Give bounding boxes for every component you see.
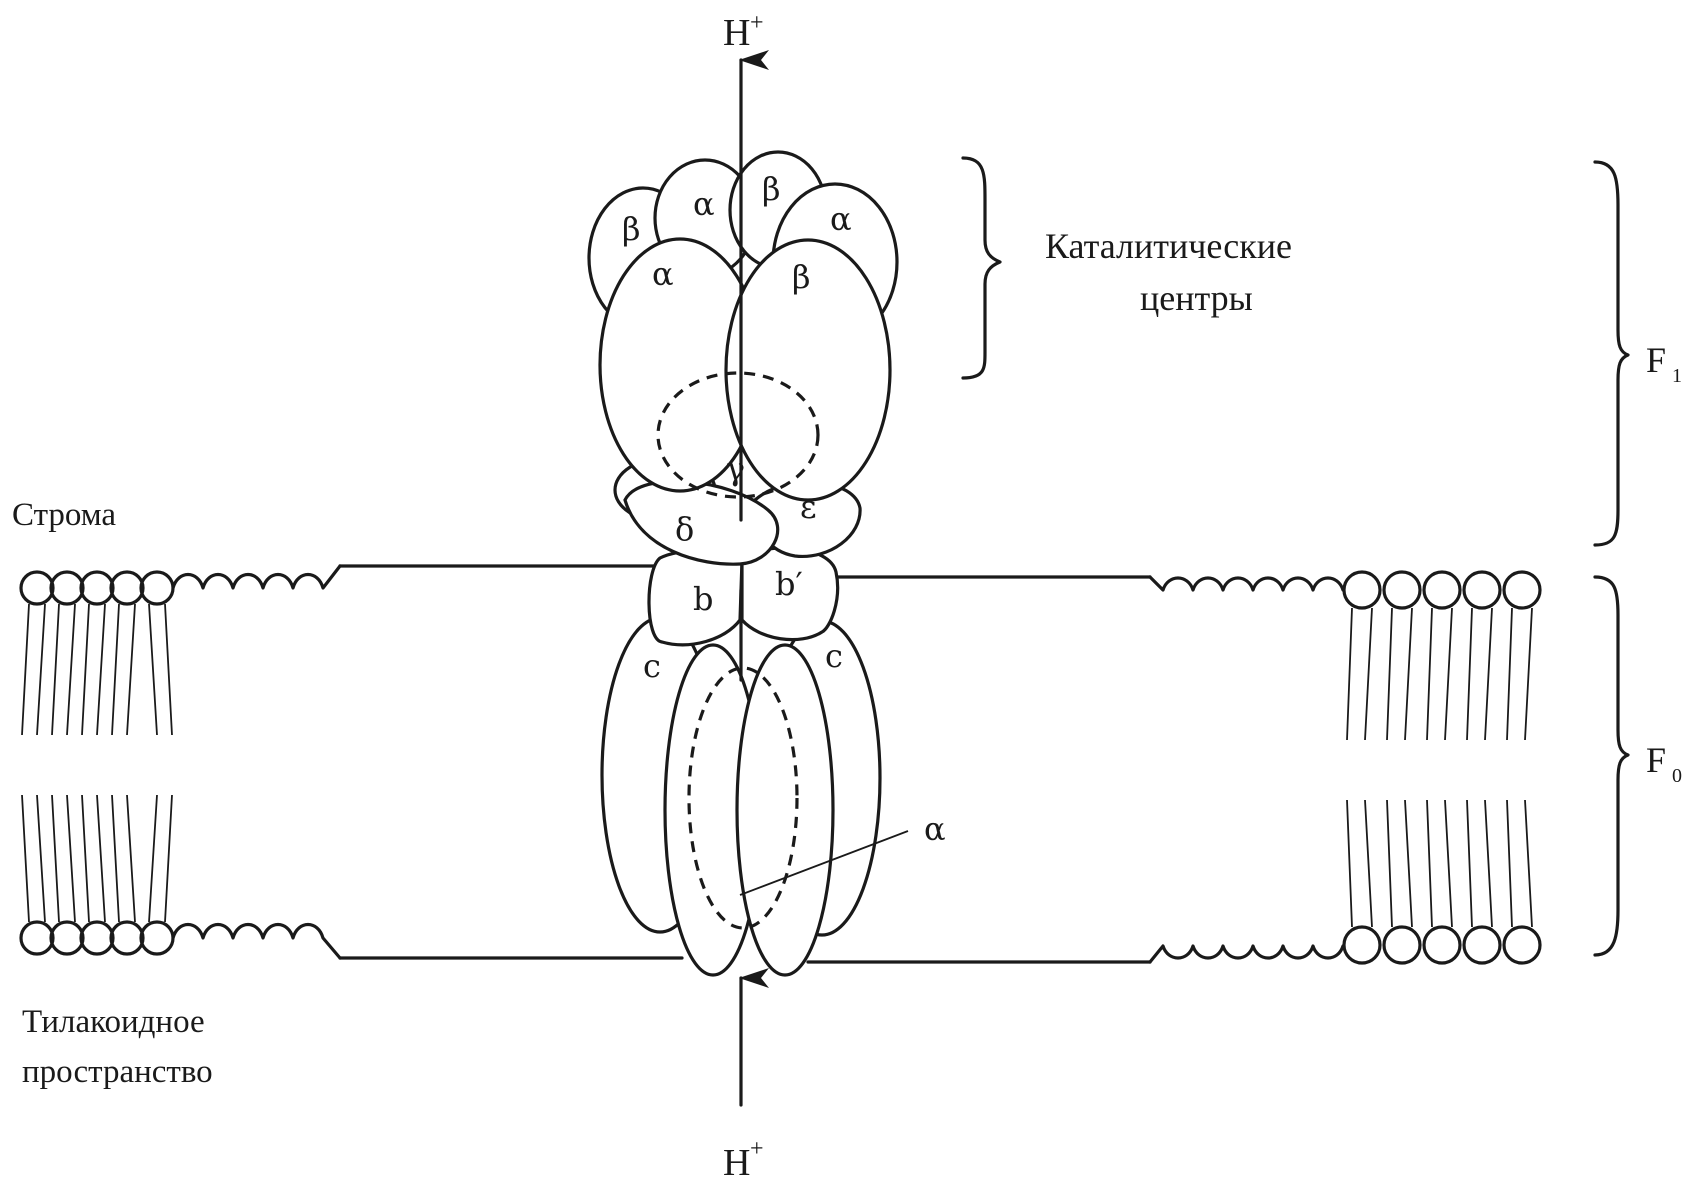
f1-label-sub: 1 (1672, 365, 1682, 387)
proton-top-symbol: H (723, 12, 750, 54)
label-beta-left: β (622, 210, 641, 248)
f1-label: F 1 (1646, 340, 1682, 387)
proton-top-charge: + (750, 10, 764, 36)
membrane-wave-top-right (1150, 577, 1343, 590)
membrane-wave-top-left (173, 566, 340, 588)
lipid-heads-bottom-right (1344, 927, 1540, 963)
label-epsilon: ε (800, 488, 817, 526)
label-beta-front: β (792, 258, 811, 296)
label-alpha-front: α (652, 255, 674, 293)
proton-bottom-symbol: H (723, 1142, 750, 1183)
proton-label-bottom: H + (723, 1136, 764, 1183)
label-a-subunit: α (924, 810, 946, 848)
membrane-wave-bottom-right (1150, 946, 1343, 962)
f0-bracket (1595, 577, 1628, 955)
label-c-left: c (643, 647, 661, 685)
brackets (963, 158, 1628, 955)
proton-bottom-charge: + (750, 1136, 764, 1162)
lipid-heads-top-right (1344, 572, 1540, 608)
catalytic-bracket (963, 158, 1000, 378)
catalytic-label-line2: центры (1140, 278, 1253, 318)
lumen-label-line2: пространство (22, 1054, 213, 1090)
f0-label-sub: 0 (1672, 765, 1682, 787)
f1-bracket (1595, 162, 1628, 545)
label-b: b (693, 580, 713, 618)
membrane-wave-bottom-left (173, 925, 340, 959)
label-beta-top: β (762, 170, 781, 208)
label-b-prime: b′ (775, 565, 803, 603)
lipid-tails-right (1347, 608, 1532, 927)
label-c-right: c (825, 637, 843, 675)
catalytic-label-line1: Каталитические (1045, 226, 1292, 266)
proton-label-top: H + (723, 10, 764, 54)
f1-label-main: F (1646, 340, 1666, 380)
delta-subunit (625, 481, 778, 564)
lumen-label-line1: Тилакоидное (22, 1004, 205, 1040)
label-delta: δ (675, 510, 694, 548)
f0-label: F 0 (1646, 740, 1682, 787)
f0-label-main: F (1646, 740, 1666, 780)
lipid-heads-top-left (21, 572, 173, 604)
lipid-heads-bottom-left (21, 922, 173, 954)
lipid-tails-left (22, 604, 172, 922)
label-alpha-top: α (693, 185, 715, 223)
label-gamma: γ (726, 450, 745, 488)
stroma-label: Строма (12, 497, 116, 533)
label-alpha-right: α (830, 200, 852, 238)
